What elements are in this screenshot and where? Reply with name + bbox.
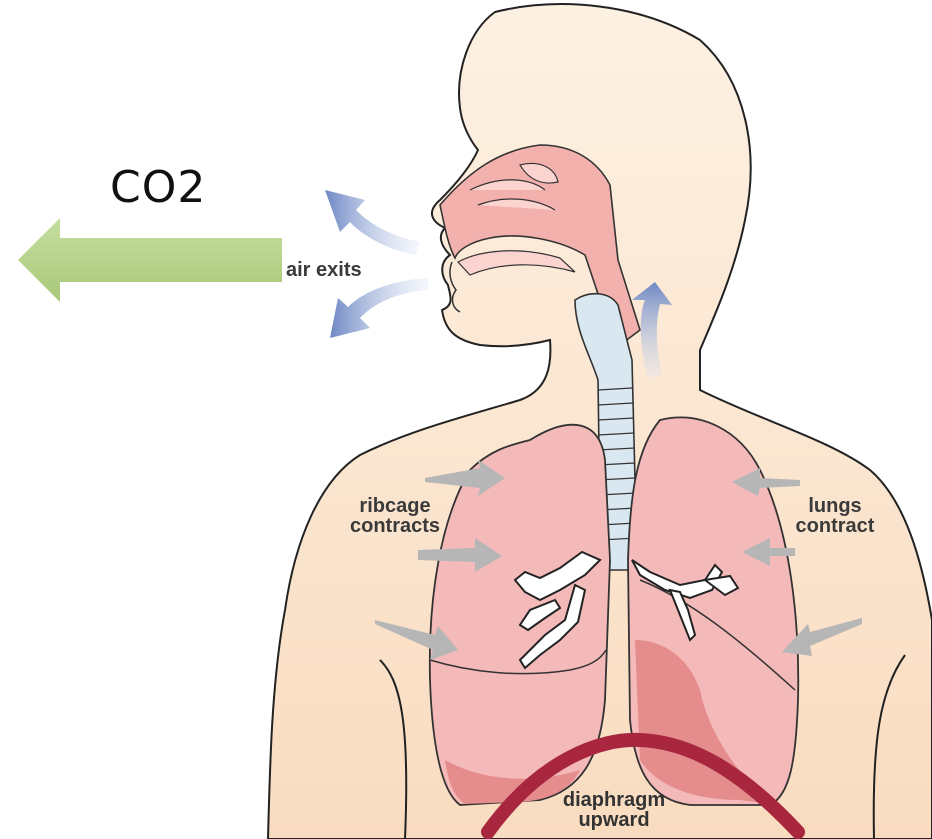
ribcage-contracts-label: ribcage contracts bbox=[336, 496, 454, 536]
air-exit-upper-arrow bbox=[325, 190, 420, 255]
co2-arrow bbox=[18, 218, 282, 302]
co2-label: CO2 bbox=[110, 162, 206, 213]
air-exit-lower-arrow bbox=[330, 278, 428, 338]
lungs-label-line2: contract bbox=[776, 516, 894, 536]
diaphragm-label-line2: upward bbox=[550, 810, 678, 830]
lungs-label-line1: lungs bbox=[776, 496, 894, 516]
air-exits-label: air exits bbox=[286, 260, 362, 280]
ribcage-label-line1: ribcage bbox=[336, 496, 454, 516]
lungs-contract-label: lungs contract bbox=[776, 496, 894, 536]
ribcage-label-line2: contracts bbox=[336, 516, 454, 536]
diaphragm-label-line1: diaphragm bbox=[550, 790, 678, 810]
diaphragm-upward-label: diaphragm upward bbox=[550, 790, 678, 830]
